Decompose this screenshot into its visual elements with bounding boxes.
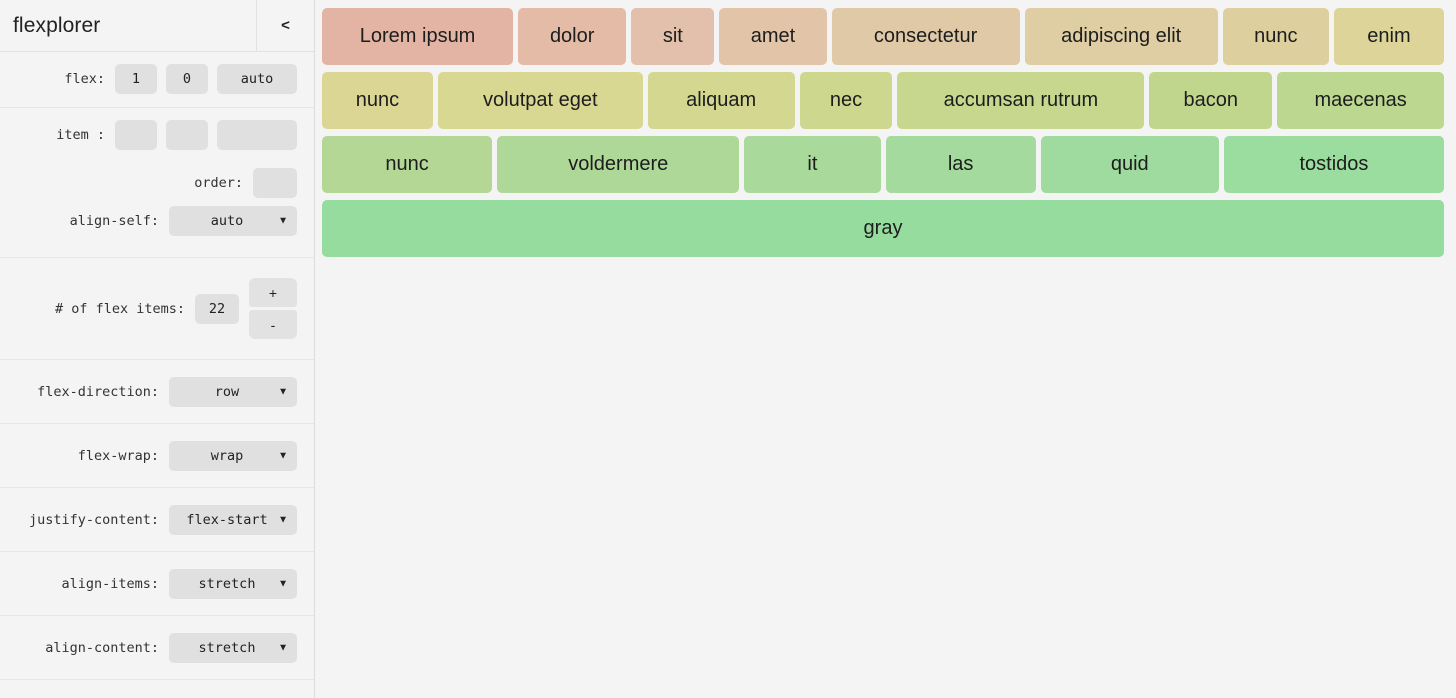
item-shorthand-group — [115, 120, 297, 150]
flex-wrap-select[interactable]: wrap — [169, 440, 297, 471]
justify-content-select[interactable]: flex-start — [169, 504, 297, 535]
control-row-flex-wrap: flex-wrap: wrap ▼ — [0, 424, 314, 488]
flex-item[interactable]: bacon — [1149, 72, 1273, 129]
flex-item[interactable]: nec — [799, 72, 893, 129]
label-justify-content: justify-content: — [28, 511, 159, 528]
control-row-item: item : — [0, 108, 314, 164]
item-count-spinner: + - — [249, 278, 297, 339]
sidebar: flexplorer < flex: item : order: — [0, 0, 315, 698]
flex-shrink-input[interactable] — [166, 64, 208, 94]
label-flex: flex: — [64, 71, 105, 87]
flex-item[interactable]: aliquam — [647, 72, 795, 129]
flex-item[interactable]: quid — [1040, 136, 1219, 193]
chevron-left-icon[interactable]: < — [256, 0, 314, 51]
flex-item[interactable]: gray — [322, 200, 1444, 257]
flex-item[interactable]: amet — [719, 8, 827, 65]
order-input[interactable] — [253, 168, 297, 198]
item-count-input[interactable] — [195, 293, 239, 324]
flex-item[interactable]: sit — [631, 8, 715, 65]
flex-item[interactable]: tostidos — [1223, 136, 1445, 193]
label-align-items: align-items: — [61, 575, 159, 592]
control-row-item-count: # of flex items: + - — [0, 258, 314, 360]
control-row-order: order: — [0, 164, 314, 202]
control-row-flex-direction: flex-direction: row ▼ — [0, 360, 314, 424]
label-flex-wrap: flex-wrap: — [77, 447, 159, 464]
item-basis-input[interactable] — [217, 120, 297, 150]
flex-wrap-select-wrap: wrap ▼ — [169, 440, 297, 471]
flex-item[interactable]: nunc — [1222, 8, 1329, 65]
label-item-count: # of flex items: — [54, 300, 185, 317]
flex-item[interactable]: enim — [1333, 8, 1444, 65]
align-self-select-wrap: auto ▼ — [169, 206, 297, 236]
flex-basis-input[interactable] — [217, 64, 297, 94]
flex-item[interactable]: dolor — [518, 8, 627, 65]
align-self-select[interactable]: auto — [169, 206, 297, 236]
align-items-select-wrap: stretch ▼ — [169, 568, 297, 599]
flex-shorthand-group — [115, 64, 297, 94]
flex-direction-select[interactable]: row — [169, 376, 297, 407]
align-content-select[interactable]: stretch — [169, 632, 297, 663]
flex-item[interactable]: nunc — [322, 136, 493, 193]
label-align-content: align-content: — [45, 639, 159, 656]
decrement-button[interactable]: - — [249, 310, 297, 339]
control-row-align-items: align-items: stretch ▼ — [0, 552, 314, 616]
flex-item[interactable]: voldermere — [497, 136, 740, 193]
label-order: order: — [194, 175, 243, 191]
flex-item[interactable]: adipiscing elit — [1024, 8, 1218, 65]
flex-direction-select-wrap: row ▼ — [169, 376, 297, 407]
label-item: item : — [56, 127, 105, 143]
item-grow-input[interactable] — [115, 120, 157, 150]
app-title: flexplorer — [13, 13, 101, 37]
flex-item[interactable]: maecenas — [1277, 72, 1445, 129]
flex-item[interactable]: nunc — [322, 72, 433, 129]
flex-item[interactable]: las — [885, 136, 1036, 193]
control-row-justify-content: justify-content: flex-start ▼ — [0, 488, 314, 552]
flex-grow-input[interactable] — [115, 64, 157, 94]
flex-item[interactable]: it — [744, 136, 881, 193]
item-shrink-input[interactable] — [166, 120, 208, 150]
flex-item[interactable]: accumsan rutrum — [897, 72, 1145, 129]
label-align-self: align-self: — [69, 213, 159, 229]
align-content-select-wrap: stretch ▼ — [169, 632, 297, 663]
flex-item[interactable]: consectetur — [831, 8, 1020, 65]
label-flex-direction: flex-direction: — [37, 383, 159, 400]
flex-item[interactable]: Lorem ipsum — [322, 8, 514, 65]
flex-item[interactable]: volutpat eget — [437, 72, 643, 129]
increment-button[interactable]: + — [249, 278, 297, 307]
justify-content-select-wrap: flex-start ▼ — [169, 504, 297, 535]
control-row-align-self: align-self: auto ▼ — [0, 202, 314, 258]
align-items-select[interactable]: stretch — [169, 568, 297, 599]
control-row-flex: flex: — [0, 52, 314, 108]
control-row-align-content: align-content: stretch ▼ — [0, 616, 314, 680]
sidebar-header: flexplorer < — [0, 0, 314, 52]
